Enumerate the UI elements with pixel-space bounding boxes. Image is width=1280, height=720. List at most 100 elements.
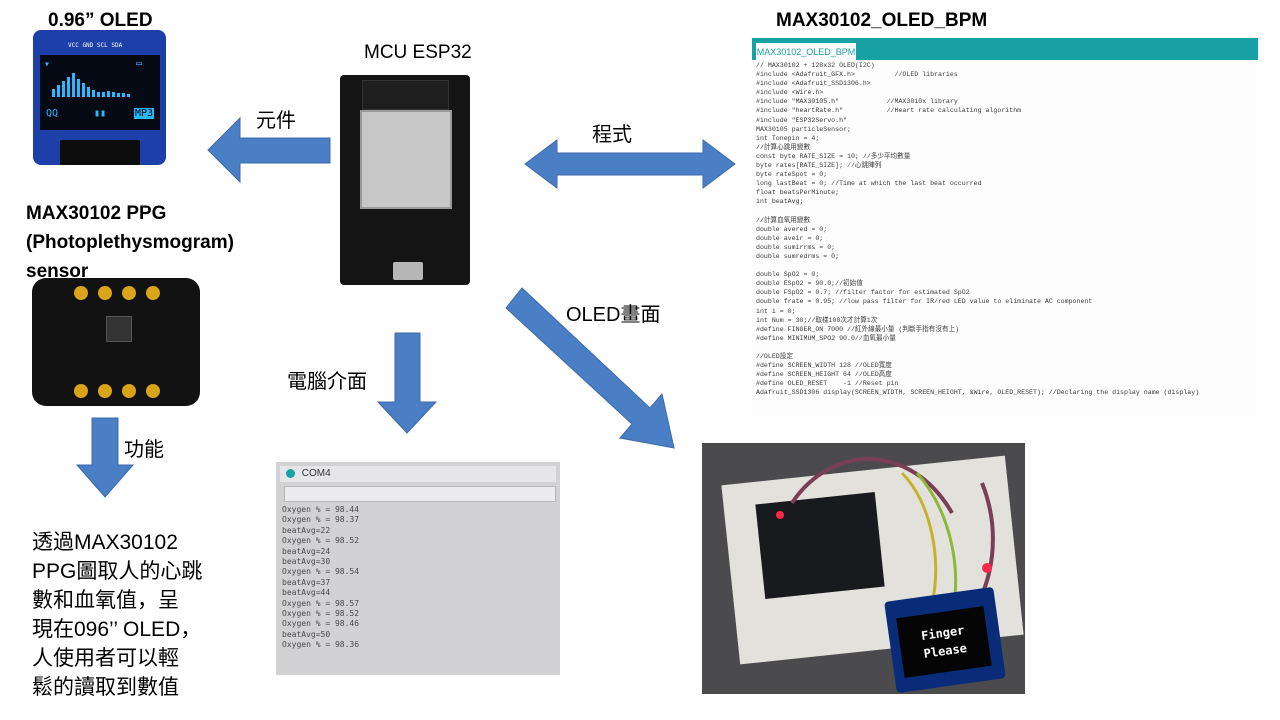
description-line: 鬆的讀取到數值 [32,676,179,699]
label-program: 程式 [592,124,632,146]
code-line: double sumredrms = 0; [756,252,840,260]
code-editor-body: // MAX30102 + 128x32 OLED(I2C) #include <… [756,61,1256,416]
code-line: #include <Adafruit_GFX.h> //OLED librari… [756,71,958,79]
code-line: MAX30105 particleSensor; [756,125,851,133]
code-line: Adafruit_SSD1306 display(SCREEN_WIDTH, S… [756,389,1200,397]
max30102-board-image [32,278,200,406]
serial-line: beatAvg=22 [282,525,331,535]
code-line [756,207,1256,216]
sensor-chip [106,316,132,342]
label-oled-screen: OLED畫面 [566,304,661,326]
code-line: //OLED設定 [756,353,793,360]
code-line: #include "MAX30105.h" //MAX3010x library [756,98,958,106]
code-line: byte rates[RATE_SIZE]; //心跳陣列 [756,162,882,170]
serial-line: beatAvg=50 [282,629,331,639]
serial-line: Oxygen % = 98.52 [282,536,360,546]
code-line: double aveir = 0; [756,234,824,242]
signal-icon: ▾ [44,59,51,70]
code-line: #define SCREEN_HEIGHT 64 //OLED高度 [756,371,892,379]
code-line: int Tonepin = 4; [756,134,820,142]
label-pc-interface: 電腦介面 [287,371,367,393]
code-line [756,343,1256,352]
code-line: const byte RATE_SIZE = 10; //多少平均數量 [756,152,911,160]
code-editor-tab[interactable]: MAX30102_OLED_BPM [756,43,856,60]
mcu-title: MCU ESP32 [364,42,472,63]
serial-monitor-title: COM4 [301,468,331,479]
serial-line: Oxygen % = 98.37 [282,515,360,525]
sensor-title-line2: (Photoplethysmogram) [26,232,234,253]
serial-monitor-titlebar: COM4 [280,466,556,482]
esp32-shield [360,110,452,209]
oled-title: 0.96” OLED [48,10,153,31]
code-line: double FSpO2 = 0.7; //filter factor for … [756,289,970,297]
oled-screen-left: QQ [46,108,59,119]
code-line: //計算血氧用變數 [756,216,811,224]
arrow-pc-interface [376,332,438,434]
code-line: byte rateSpot = 0; [756,171,828,179]
code-line: #define FINGER_ON 7000 //紅外線最小量 (判斷手指有沒有… [756,325,960,333]
arrow-function [75,417,135,498]
code-line: float beatsPerMinute; [756,189,840,197]
equalizer-icon [52,73,130,97]
sensor-pad [74,286,88,300]
oled-screen-header: VCC GND SCL SDA [68,42,123,49]
serial-line: Oxygen % = 98.57 [282,598,360,608]
serial-line: Oxygen % = 98.36 [282,640,360,650]
label-function: 功能 [124,439,164,461]
oled-screen-right: MP3 [134,108,155,119]
oled-module-screen: VCC GND SCL SDA ▾ ▭ QQ ▮▮ MP3 [40,42,160,130]
code-line: // MAX30102 + 128x32 OLED(I2C) [756,62,875,69]
code-line: double ESpO2 = 90.0;//初始值 [756,280,863,288]
code-title: MAX30102_OLED_BPM [776,10,988,31]
code-line: long lastBeat = 0; //Time at which the l… [756,180,982,188]
breadboard-oled-screen: Finger Please [896,606,992,678]
code-line [756,261,1256,270]
code-editor-window [752,38,1258,418]
code-line: #include "heartRate.h" //Heart rate calc… [756,107,1022,115]
arrow-component [207,116,331,184]
serial-line: beatAvg=30 [282,556,331,566]
arrow-program [524,139,736,189]
code-editor-tabbar [752,38,1258,60]
code-line: #define SCREEN_WIDTH 128 //OLED寬度 [756,362,892,370]
serial-line: beatAvg=24 [282,546,331,556]
code-line: int Num = 30;//取樣100次才計算1次 [756,316,878,324]
arduino-icon [286,469,295,478]
arrow-oled-screen [505,287,675,449]
serial-input-field[interactable] [284,486,556,502]
code-line: double sumirrms = 0; [756,243,836,251]
oled-ribbon-cable [60,140,140,165]
code-line: #define OLED_RESET -1 //Reset pin [756,380,899,388]
code-line: #include <Wire.h> [756,89,824,97]
battery-icon: ▭ [136,58,143,69]
code-line: double SpO2 = 0; [756,271,820,279]
serial-line: beatAvg=37 [282,577,331,587]
esp32-antenna [362,80,449,110]
code-line: int beatAvg; [756,198,804,206]
sensor-pad [146,286,160,300]
sensor-pad [98,384,112,398]
label-component: 元件 [256,110,296,132]
sensor-pad [122,384,136,398]
code-line: double avered = 0; [756,225,828,233]
code-line: #include "ESP32Servo.h" [756,116,848,124]
description-text: 透過MAX30102 PPG圖取人的心跳 數和血氧值，呈 現在096’’ OLE… [32,528,202,702]
code-line: int i = 0; [756,307,796,315]
code-line: #include <Adafruit_SSD1306.h> [756,80,871,88]
description-line: 人使用者可以輕 [32,647,179,670]
serial-line: Oxygen % = 98.46 [282,619,360,629]
code-line: #define MINIMUM_SPO2 90.0//血氧最小量 [756,334,896,342]
esp32-usb-port [393,262,423,280]
serial-line: Oxygen % = 98.54 [282,567,360,577]
sensor-title-line3: sensor [26,261,89,282]
description-line: 透過MAX30102 [32,531,178,554]
sensor-pad [74,384,88,398]
code-line: //計算心跳用變數 [756,143,811,151]
code-line: double frate = 0.95; //low pass filter f… [756,298,1093,306]
sensor-pad [98,286,112,300]
serial-line: beatAvg=44 [282,588,331,598]
sensor-pad [146,384,160,398]
description-line: 現在096’’ OLED， [32,618,202,641]
description-line: PPG圖取人的心跳 [32,560,203,583]
